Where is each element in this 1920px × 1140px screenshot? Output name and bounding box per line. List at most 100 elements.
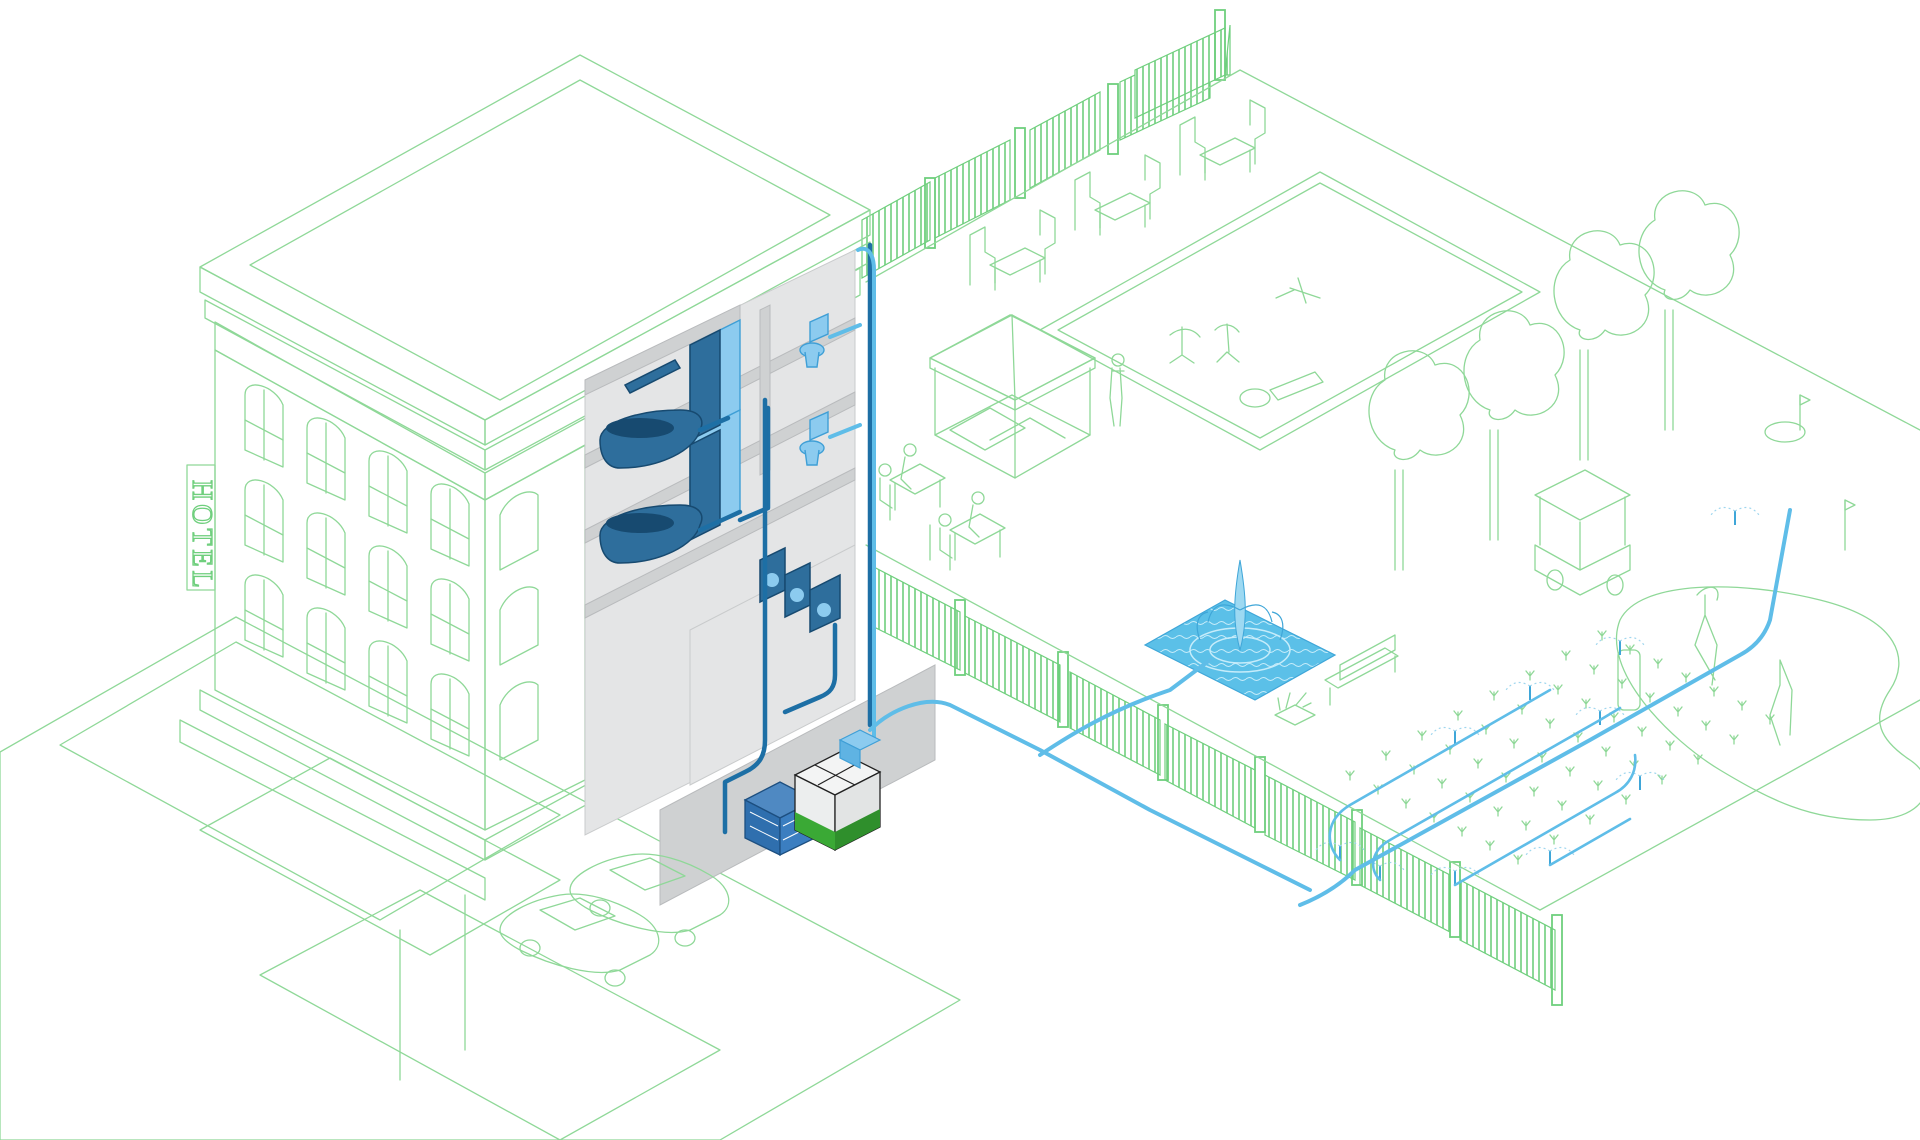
plant-icon	[1549, 834, 1559, 845]
window	[306, 512, 346, 596]
plant-icon	[1657, 774, 1667, 785]
sprinkler-icon	[1315, 841, 1365, 860]
window	[244, 479, 284, 563]
patio-furniture	[969, 99, 1266, 291]
hotel-sign: HOTEL	[185, 464, 218, 592]
toilet-icon	[799, 312, 829, 368]
fence-back	[861, 9, 1231, 280]
plant-icon	[1473, 758, 1483, 769]
plant-icon	[1417, 730, 1427, 741]
sprinkler-icon	[1505, 681, 1555, 700]
trees	[1368, 190, 1740, 571]
parking-ground	[0, 616, 961, 1140]
plant-icon	[1581, 698, 1591, 709]
sprinkler-icon	[1430, 866, 1480, 885]
plant-icon	[1401, 798, 1411, 809]
tree-icon	[1368, 350, 1470, 571]
building-cutaway	[584, 249, 936, 906]
plant-icon	[1521, 820, 1531, 831]
bathtub-icon	[599, 409, 703, 469]
plant-icon	[1653, 658, 1663, 669]
window	[430, 483, 470, 567]
plant-icon	[1529, 786, 1539, 797]
window	[368, 640, 408, 724]
plant-icon	[1345, 770, 1355, 781]
plant-icon	[1645, 692, 1655, 703]
window	[430, 578, 470, 662]
treatment-tank-icon	[743, 729, 882, 857]
planter-icon	[1274, 692, 1316, 726]
plant-icon	[1525, 670, 1535, 681]
plant-icon	[1561, 650, 1571, 661]
tree-icon	[1553, 230, 1655, 461]
bathtub-icon	[599, 504, 703, 564]
plant-icon	[1457, 826, 1467, 837]
reuse-water-pipes	[828, 246, 1792, 907]
plant-icon	[1489, 690, 1499, 701]
tree-icon	[1638, 190, 1740, 431]
plant-icon	[1601, 746, 1611, 757]
plant-icon	[1585, 814, 1595, 825]
plant-icon	[1437, 778, 1447, 789]
person-icon	[1109, 353, 1125, 427]
washing-machine-icon	[759, 546, 841, 634]
window	[499, 491, 539, 571]
window	[306, 607, 346, 691]
plant-icon	[1625, 644, 1635, 655]
plant-icon	[1545, 718, 1555, 729]
gazebo-icon	[929, 314, 1096, 479]
toilet-icon	[799, 410, 829, 466]
plant-icon	[1637, 726, 1647, 737]
plant-icon	[1673, 706, 1683, 717]
plant-icon	[1493, 806, 1503, 817]
plant-icon	[1729, 734, 1739, 745]
plant-icon	[1765, 714, 1775, 725]
window	[368, 450, 408, 534]
plant-icon	[1681, 672, 1691, 683]
hotel-sign-text: HOTEL	[186, 480, 217, 592]
greywater-pipes	[697, 242, 873, 835]
window	[306, 417, 346, 501]
golf-cart-icon	[1534, 469, 1631, 596]
plant-icon	[1701, 720, 1711, 731]
plant-icon	[1485, 840, 1495, 851]
sprinkler-icon	[1595, 636, 1645, 655]
pool-icon	[1039, 171, 1541, 451]
plant-icon	[1553, 684, 1563, 695]
golf-green	[1615, 394, 1920, 821]
dining-tables	[869, 443, 1006, 571]
window	[499, 681, 539, 761]
lawn-outline	[865, 69, 1920, 911]
bench-icon	[1324, 634, 1399, 706]
sprinkler-icon	[1575, 706, 1625, 725]
tree-icon	[1463, 310, 1565, 541]
sprinkler-icon	[1525, 846, 1575, 865]
window	[244, 384, 284, 468]
sprinkler-icon	[1615, 771, 1665, 790]
plant-icon	[1693, 754, 1703, 765]
plant-icon	[1617, 678, 1627, 689]
irrigation-field	[1315, 506, 1775, 885]
sprinkler-icon	[1710, 506, 1760, 525]
sprinkler-icon	[1430, 726, 1480, 745]
plant-icon	[1593, 780, 1603, 791]
plant-icon	[1597, 630, 1607, 641]
plant-icon	[1557, 800, 1567, 811]
plant-icon	[1381, 750, 1391, 761]
plant-icon	[1621, 794, 1631, 805]
plant-icon	[1513, 854, 1523, 865]
car-icon	[499, 893, 660, 987]
window	[244, 574, 284, 658]
plant-icon	[1737, 700, 1747, 711]
plant-icon	[1565, 766, 1575, 777]
car-icon	[569, 853, 730, 947]
window	[499, 586, 539, 666]
window	[368, 545, 408, 629]
plant-icon	[1589, 664, 1599, 675]
plant-icon	[1453, 710, 1463, 721]
fountain-icon	[1143, 559, 1337, 701]
sprinkler-icon	[1355, 861, 1405, 880]
plant-icon	[1665, 740, 1675, 751]
plant-icon	[1709, 686, 1719, 697]
